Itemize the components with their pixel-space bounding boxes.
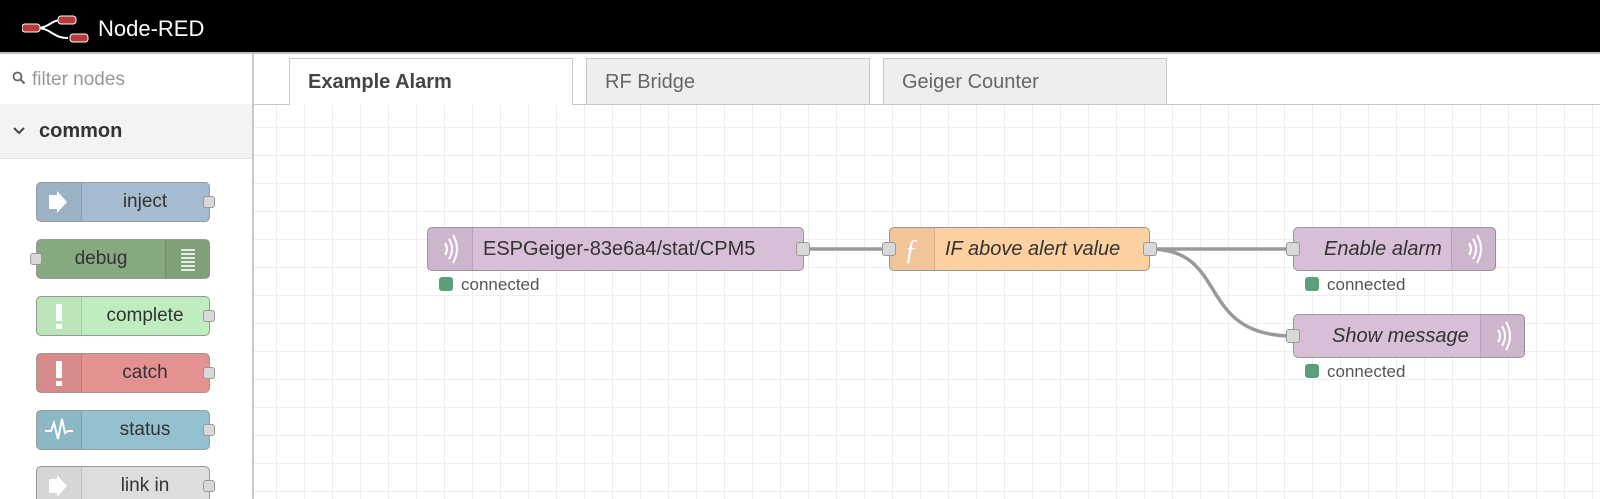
flow-node-label: Show message xyxy=(1332,325,1469,347)
flow-workspace[interactable] xyxy=(254,105,1600,499)
exclamation-icon xyxy=(37,354,82,392)
palette-node-catch[interactable]: catch xyxy=(36,353,215,393)
tab-example-alarm[interactable]: Example Alarm xyxy=(289,58,573,105)
palette-node-complete[interactable]: complete xyxy=(36,296,215,336)
flow-node-enable-alarm[interactable]: Enable alarm xyxy=(1293,227,1496,271)
category-label: common xyxy=(39,120,123,142)
palette-node-link-in[interactable]: link in xyxy=(36,466,215,499)
header-bar: Node-RED xyxy=(0,0,1600,52)
flow-node-mqtt-in[interactable]: ESPGeiger-83e6a4/stat/CPM5 xyxy=(427,227,804,271)
filter-nodes-input[interactable] xyxy=(30,64,244,96)
palette-node-debug[interactable]: debug xyxy=(30,239,210,279)
exclamation-icon xyxy=(37,297,82,335)
palette-node-label: complete xyxy=(106,305,184,326)
node-status-text: connected xyxy=(1327,362,1406,381)
node-status-text: connected xyxy=(1327,275,1406,294)
palette-node-inject[interactable]: inject xyxy=(36,182,215,222)
wifi-icon xyxy=(1480,315,1525,357)
flow-node-label: ESPGeiger-83e6a4/stat/CPM5 xyxy=(483,238,756,260)
output-port[interactable] xyxy=(203,480,215,492)
palette-node-label: status xyxy=(119,419,171,440)
output-port[interactable] xyxy=(203,367,215,379)
category-common-header[interactable]: common xyxy=(0,104,252,159)
tab-geiger-counter[interactable]: Geiger Counter xyxy=(883,58,1167,104)
pulse-icon xyxy=(37,411,82,449)
output-port[interactable] xyxy=(1143,242,1157,256)
svg-text:ƒ: ƒ xyxy=(904,235,918,266)
header-divider xyxy=(0,52,1600,54)
search-icon xyxy=(12,71,26,85)
debug-list-icon xyxy=(165,240,210,278)
output-port[interactable] xyxy=(203,424,215,436)
status-indicator xyxy=(1305,364,1319,378)
palette-node-label: link in xyxy=(120,475,170,496)
wifi-icon xyxy=(428,228,473,270)
flow-node-label: Enable alarm xyxy=(1324,238,1442,260)
input-port[interactable] xyxy=(30,253,42,265)
app-title: Node-RED xyxy=(98,16,205,41)
output-port[interactable] xyxy=(796,242,810,256)
palette-filter xyxy=(0,54,252,105)
output-port[interactable] xyxy=(203,310,215,322)
wifi-icon xyxy=(1451,228,1496,270)
input-port[interactable] xyxy=(882,242,896,256)
palette-node-label: debug xyxy=(74,248,128,269)
workspace-tabs: Example Alarm RF Bridge Geiger Counter xyxy=(254,54,1600,105)
flow-node-show-message[interactable]: Show message xyxy=(1293,314,1525,358)
input-port[interactable] xyxy=(1286,242,1300,256)
chevron-down-icon xyxy=(13,127,25,135)
palette-node-label: inject xyxy=(122,191,168,212)
link-in-icon xyxy=(37,467,82,499)
palette-node-label: catch xyxy=(122,362,168,383)
inject-icon xyxy=(37,183,82,221)
node-status-text: connected xyxy=(461,275,540,294)
flow-node-label: IF above alert value xyxy=(945,238,1121,260)
node-palette: common inject debug complete xyxy=(0,54,254,499)
status-indicator xyxy=(439,277,453,291)
input-port[interactable] xyxy=(1286,329,1300,343)
function-icon: ƒ xyxy=(890,228,935,270)
node-red-logo-icon xyxy=(22,15,89,43)
tab-rf-bridge[interactable]: RF Bridge xyxy=(586,58,870,104)
output-port[interactable] xyxy=(203,196,215,208)
status-indicator xyxy=(1305,277,1319,291)
flow-node-function[interactable]: ƒ IF above alert value xyxy=(889,227,1150,271)
palette-node-status[interactable]: status xyxy=(36,410,215,450)
